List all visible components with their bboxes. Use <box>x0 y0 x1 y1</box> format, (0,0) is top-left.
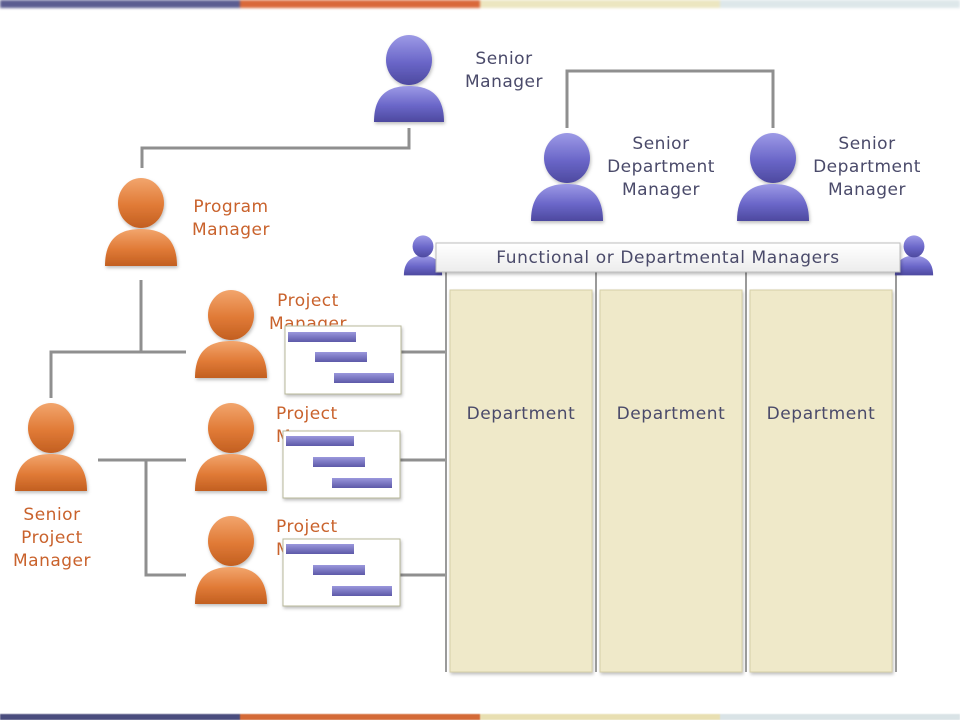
person-icon-project-manager-2 <box>195 403 267 491</box>
person-icon-senior-project-manager <box>15 403 87 491</box>
bottom-decorative-bar <box>0 714 960 720</box>
person-icon-program-manager <box>105 178 177 266</box>
connector-senior-project-branch <box>98 458 186 577</box>
top-bar-segment <box>240 0 480 8</box>
connector-senior-dept-managers <box>565 69 775 128</box>
label-project-manager-3: Project M <box>276 517 338 560</box>
bottom-bar-segment <box>0 714 240 720</box>
person-icon-senior-department-manager-right <box>737 133 809 221</box>
small-person-icon-right <box>894 235 934 276</box>
department-label-3: Department <box>766 404 876 424</box>
top-bar-segment <box>0 0 240 8</box>
top-bar-segment <box>720 0 960 8</box>
person-icon-project-manager-3 <box>195 516 267 604</box>
connector-branch <box>49 350 186 398</box>
label-program-manager: Program Manager <box>191 197 271 240</box>
bottom-bar-segment <box>480 714 720 720</box>
department-label-2: Department <box>616 404 726 424</box>
department-columns <box>445 272 897 673</box>
label-senior-manager: Senior Manager <box>464 49 544 92</box>
department-column-1 <box>449 289 593 673</box>
person-icon-senior-department-manager-left <box>531 133 603 221</box>
top-decorative-bar <box>0 0 960 8</box>
bottom-bar-segment <box>720 714 960 720</box>
functional-banner-label: Functional or Departmental Managers <box>496 248 840 268</box>
department-label-1: Department <box>466 404 576 424</box>
label-project-manager-2: Project M <box>276 404 338 447</box>
connector-lines <box>49 69 775 577</box>
label-project-manager-1: Project Manager <box>268 291 348 334</box>
label-senior-project-manager: Senior Project Manager <box>12 505 92 571</box>
functional-banner <box>435 242 901 273</box>
bottom-bar-segment <box>240 714 480 720</box>
department-column-3 <box>749 289 893 673</box>
label-senior-department-manager-right: Senior Department Manager <box>813 134 921 200</box>
person-icon-project-manager-1 <box>195 290 267 378</box>
label-senior-department-manager-left: Senior Department Manager <box>607 134 715 200</box>
top-bar-segment <box>480 0 720 8</box>
small-person-icon-left <box>403 235 443 276</box>
connector-senior-to-program <box>140 128 411 168</box>
department-column-2 <box>599 289 743 673</box>
person-icon-senior-manager <box>374 35 444 122</box>
